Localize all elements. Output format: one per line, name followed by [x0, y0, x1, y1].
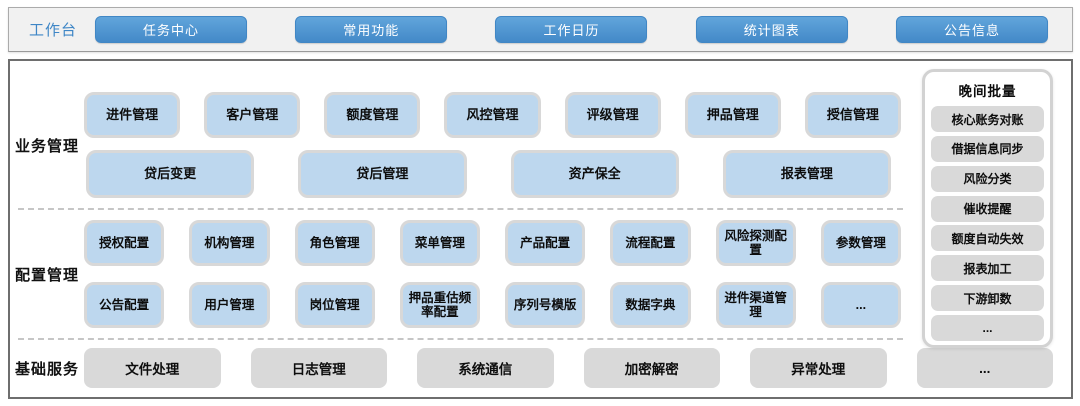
section-base: 基础服务 文件处理日志管理系统通信加密解密异常处理...	[10, 348, 1071, 388]
config-module-8[interactable]: 参数管理	[820, 220, 901, 266]
config-module-7[interactable]: 风险探测配置	[715, 220, 796, 266]
business-module-2[interactable]: 客户管理	[204, 92, 301, 138]
config-module-1[interactable]: 公告配置	[84, 282, 165, 328]
config-module-4[interactable]: 押品重估频率配置	[399, 282, 480, 328]
base-service-6[interactable]: ...	[916, 348, 1053, 388]
business-row-2: 贷后变更贷后管理资产保全报表管理	[84, 150, 913, 198]
section-label-business: 业务管理	[14, 137, 79, 155]
workbench-buttons: 任务中心 常用功能 工作日历 统计图表 公告信息	[95, 16, 1056, 43]
section-divider	[18, 208, 903, 210]
business-module-7[interactable]: 授信管理	[804, 92, 901, 138]
night-batch-title: 晚间批量	[958, 84, 1017, 99]
business-module-3[interactable]: 资产保全	[510, 150, 679, 198]
config-module-3[interactable]: 角色管理	[294, 220, 375, 266]
night-batch-job-3[interactable]: 风险分类	[931, 165, 1044, 192]
night-batch-job-7[interactable]: 下游卸数	[931, 285, 1044, 312]
business-module-1[interactable]: 进件管理	[84, 92, 181, 138]
workbench-tab-5[interactable]: 公告信息	[895, 16, 1048, 43]
business-module-5[interactable]: 评级管理	[564, 92, 661, 138]
config-module-6[interactable]: 流程配置	[610, 220, 691, 266]
module-content: 业务管理 进件管理客户管理额度管理风控管理评级管理押品管理授信管理 贷后变更贷后…	[10, 92, 913, 340]
config-module-5[interactable]: 产品配置	[505, 220, 586, 266]
business-module-3[interactable]: 额度管理	[324, 92, 421, 138]
night-batch-panel: 晚间批量 核心账务对账借据信息同步风险分类催收提醒额度自动失效报表加工下游卸数.…	[922, 69, 1053, 348]
config-module-4[interactable]: 菜单管理	[399, 220, 480, 266]
night-batch-job-2[interactable]: 借据信息同步	[931, 135, 1044, 162]
workbench-tab-2[interactable]: 常用功能	[295, 16, 448, 43]
config-row-1: 授权配置机构管理角色管理菜单管理产品配置流程配置风险探测配置参数管理	[84, 220, 913, 266]
night-batch-items: 核心账务对账借据信息同步风险分类催收提醒额度自动失效报表加工下游卸数...	[931, 106, 1044, 341]
business-row-1: 进件管理客户管理额度管理风控管理评级管理押品管理授信管理	[84, 92, 913, 138]
workbench-tab-1[interactable]: 任务中心	[95, 16, 248, 43]
main-panel: 业务管理 进件管理客户管理额度管理风控管理评级管理押品管理授信管理 贷后变更贷后…	[8, 59, 1073, 399]
section-divider	[18, 338, 903, 340]
workbench-tab-4[interactable]: 统计图表	[695, 16, 848, 43]
base-row: 文件处理日志管理系统通信加密解密异常处理...	[84, 348, 1053, 388]
config-module-7[interactable]: 进件渠道管理	[715, 282, 796, 328]
business-module-6[interactable]: 押品管理	[684, 92, 781, 138]
config-module-6[interactable]: 数据字典	[610, 282, 691, 328]
base-service-1[interactable]: 文件处理	[84, 348, 221, 388]
base-service-4[interactable]: 加密解密	[583, 348, 720, 388]
night-batch-job-1[interactable]: 核心账务对账	[931, 106, 1044, 132]
config-row-2: 公告配置用户管理岗位管理押品重估频率配置序列号模版数据字典进件渠道管理...	[84, 282, 913, 328]
section-label-base: 基础服务	[14, 360, 79, 378]
night-batch-job-4[interactable]: 催收提醒	[931, 195, 1044, 222]
night-batch-job-6[interactable]: 报表加工	[931, 255, 1044, 282]
night-batch-job-8[interactable]: ...	[931, 314, 1044, 341]
base-service-5[interactable]: 异常处理	[750, 348, 887, 388]
business-module-2[interactable]: 贷后管理	[298, 150, 467, 198]
night-batch-job-5[interactable]: 额度自动失效	[931, 225, 1044, 252]
config-module-2[interactable]: 机构管理	[189, 220, 270, 266]
config-module-1[interactable]: 授权配置	[84, 220, 165, 266]
business-module-4[interactable]: 风控管理	[444, 92, 541, 138]
config-module-2[interactable]: 用户管理	[189, 282, 270, 328]
config-module-8[interactable]: ...	[820, 282, 901, 328]
config-module-5[interactable]: 序列号模版	[505, 282, 586, 328]
workbench-label: 工作台	[29, 22, 78, 39]
business-module-1[interactable]: 贷后变更	[86, 150, 255, 198]
section-business: 业务管理 进件管理客户管理额度管理风控管理评级管理押品管理授信管理 贷后变更贷后…	[10, 92, 913, 198]
section-label-config: 配置管理	[14, 266, 79, 284]
business-module-4[interactable]: 报表管理	[722, 150, 891, 198]
section-config: 配置管理 授权配置机构管理角色管理菜单管理产品配置流程配置风险探测配置参数管理 …	[10, 220, 913, 328]
config-module-3[interactable]: 岗位管理	[294, 282, 375, 328]
workbench-bar: 工作台 任务中心 常用功能 工作日历 统计图表 公告信息	[8, 7, 1073, 52]
base-service-3[interactable]: 系统通信	[417, 348, 554, 388]
base-service-2[interactable]: 日志管理	[250, 348, 387, 388]
workbench-tab-3[interactable]: 工作日历	[495, 16, 648, 43]
